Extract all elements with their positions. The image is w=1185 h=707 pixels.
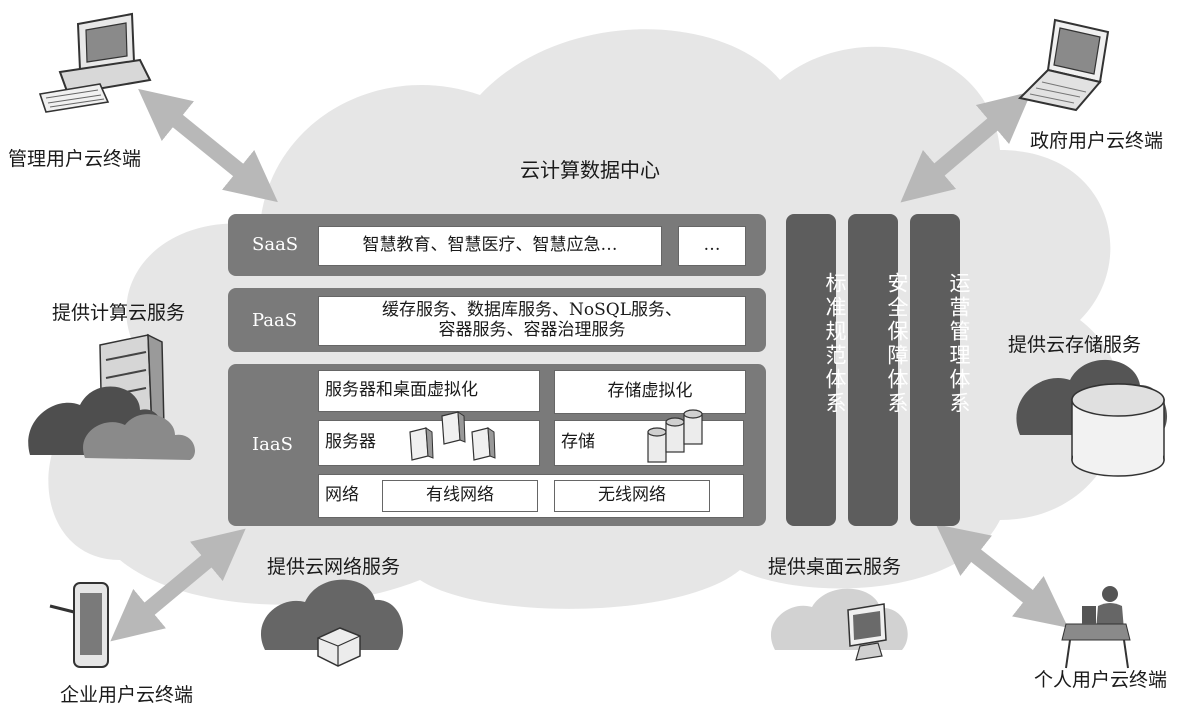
saas-label: SaaS <box>252 234 299 255</box>
iaas-wired-box: 有线网络 <box>382 480 538 512</box>
compute-cloud-icon <box>28 333 195 460</box>
label-enterprise-terminal: 企业用户云终端 <box>60 684 194 706</box>
saas-apps-box: 智慧教育、智慧医疗、智慧应急… <box>318 226 662 266</box>
iaas-server-box: 服务器 <box>318 420 540 466</box>
iaas-storage-box: 存储 <box>554 420 744 466</box>
label-desktop-service: 提供桌面云服务 <box>768 556 902 578</box>
iaas-virt-storage-box: 存储虚拟化 <box>554 370 746 414</box>
label-admin-terminal: 管理用户云终端 <box>8 148 142 170</box>
desktop-computer-icon <box>38 12 152 113</box>
datacenter-title: 云计算数据中心 <box>520 158 660 182</box>
pillar-security: 安全保障体系 <box>848 214 909 526</box>
laptop-icon <box>1017 18 1110 112</box>
pillar-operations: 运营管理体系 <box>910 214 971 526</box>
paas-label: PaaS <box>252 310 298 331</box>
paas-services-box: 缓存服务、数据库服务、NoSQL服务、 容器服务、容器治理服务 <box>318 296 746 346</box>
label-gov-terminal: 政府用户云终端 <box>1030 130 1164 152</box>
pillar-operations-text: 运营管理体系 <box>947 272 971 416</box>
paas-layer: PaaS 缓存服务、数据库服务、NoSQL服务、 容器服务、容器治理服务 <box>228 288 766 352</box>
pillar-standards: 标准规范体系 <box>786 214 847 526</box>
pillar-security-text: 安全保障体系 <box>885 272 909 416</box>
desktop-cloud-icon <box>770 588 908 661</box>
saas-layer: SaaS 智慧教育、智慧医疗、智慧应急… … <box>228 214 766 276</box>
person-at-desk-icon <box>1061 586 1131 669</box>
network-cloud-icon <box>260 579 404 667</box>
arrow-personal <box>935 524 1069 628</box>
iaas-server-label: 服务器 <box>325 432 376 453</box>
paas-services-line2: 容器服务、容器治理服务 <box>438 320 626 340</box>
label-personal-terminal: 个人用户云终端 <box>1034 669 1168 691</box>
saas-more-box: … <box>678 226 746 266</box>
iaas-layer: IaaS 服务器和桌面虚拟化 存储虚拟化 服务器 存储 网络 有线网络 无线网络 <box>228 364 766 526</box>
arrow-enterprise <box>110 528 246 642</box>
storage-cloud-icon <box>1016 359 1168 477</box>
iaas-storage-label: 存储 <box>561 432 595 453</box>
tablet-icon <box>49 582 109 668</box>
label-storage-service: 提供云存储服务 <box>1008 334 1142 356</box>
arrow-gov <box>900 91 1032 203</box>
arrow-admin <box>138 88 278 203</box>
label-network-service: 提供云网络服务 <box>267 556 401 578</box>
iaas-wireless-box: 无线网络 <box>554 480 710 512</box>
iaas-network-label: 网络 <box>325 485 359 506</box>
iaas-label: IaaS <box>252 434 293 455</box>
pillar-standards-text: 标准规范体系 <box>823 272 847 416</box>
paas-services-line1: 缓存服务、数据库服务、NoSQL服务、 <box>382 300 682 321</box>
iaas-virt-server-box: 服务器和桌面虚拟化 <box>318 370 540 412</box>
label-compute-service: 提供计算云服务 <box>52 302 186 324</box>
